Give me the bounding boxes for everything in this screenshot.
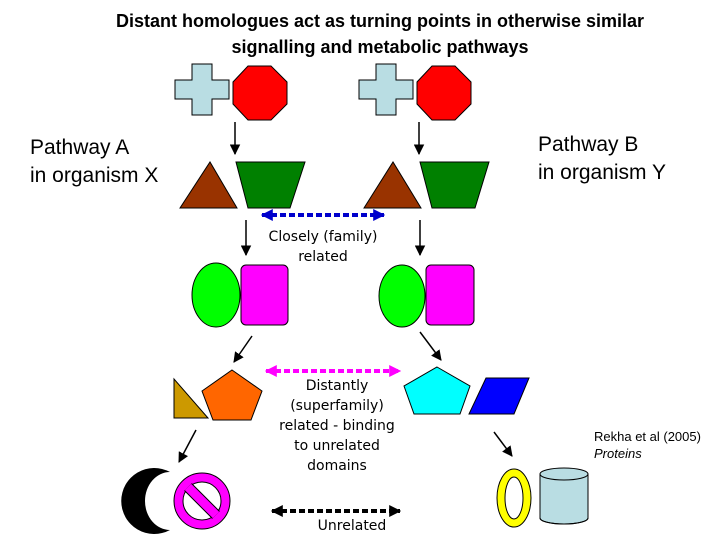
distantly-related-line-3: related - binding (279, 418, 395, 434)
pathway-a-line-2: in organism X (30, 164, 159, 187)
closely-related-label: Closely (family) related (256, 227, 390, 267)
trapezoid-shape-b (419, 161, 490, 209)
distantly-related-line-2: (superfamily) (290, 398, 384, 414)
crescent-shape (121, 468, 170, 534)
cylinder-shape (539, 467, 589, 525)
triangle-shape-a (179, 161, 238, 209)
title-line-2: signalling and metabolic pathways (231, 37, 529, 57)
distantly-related-line-1: Distantly (305, 378, 369, 394)
distantly-related-label: Distantly (superfamily) related - bindin… (262, 376, 412, 476)
closely-related-line-2: related (298, 249, 348, 265)
ellipse-shape-a (191, 262, 241, 328)
closely-related-line-1: Closely (family) (268, 229, 378, 245)
rect-shape-b (425, 264, 475, 326)
distantly-related-line-4: to unrelated (294, 438, 380, 454)
pathway-b-line-1: Pathway B (538, 133, 639, 156)
unrelated-label: Unrelated (317, 518, 387, 534)
flow-arrow-a3 (233, 335, 253, 363)
prohibition-sign (173, 472, 231, 530)
octagon-shape-b (416, 65, 472, 121)
triangle-shape-gold (173, 377, 210, 419)
slide-title: Distant homologues act as turning points… (40, 8, 720, 60)
citation: Rekha et al (2005) Proteins (594, 428, 701, 462)
distantly-related-line-5: domains (307, 458, 367, 474)
triangle-shape-b (363, 161, 422, 209)
parallelogram-shape-blue (468, 377, 530, 415)
pentagon-shape-cyan (403, 366, 471, 415)
octagon-shape-a (232, 65, 288, 121)
pentagon-shape-orange (201, 369, 263, 421)
pathway-b-label: Pathway B in organism Y (538, 131, 666, 187)
citation-journal: Proteins (594, 446, 642, 461)
flow-arrow-b4 (493, 431, 513, 457)
flow-arrow-a4 (178, 429, 197, 463)
pathway-a-line-1: Pathway A (30, 136, 130, 159)
cross-shape-b (358, 63, 414, 116)
cross-shape-a (174, 63, 230, 116)
pathway-a-label: Pathway A in organism X (30, 134, 158, 190)
rect-shape-a (240, 264, 289, 326)
ellipse-shape-b (378, 264, 426, 328)
title-line-1: Distant homologues act as turning points… (115, 11, 645, 31)
pathway-b-line-2: in organism Y (538, 161, 667, 184)
flow-arrow-b3 (419, 331, 442, 361)
ring-shape (496, 468, 532, 528)
trapezoid-shape-a (235, 161, 306, 209)
citation-author: Rekha et al (2005) (594, 429, 701, 444)
